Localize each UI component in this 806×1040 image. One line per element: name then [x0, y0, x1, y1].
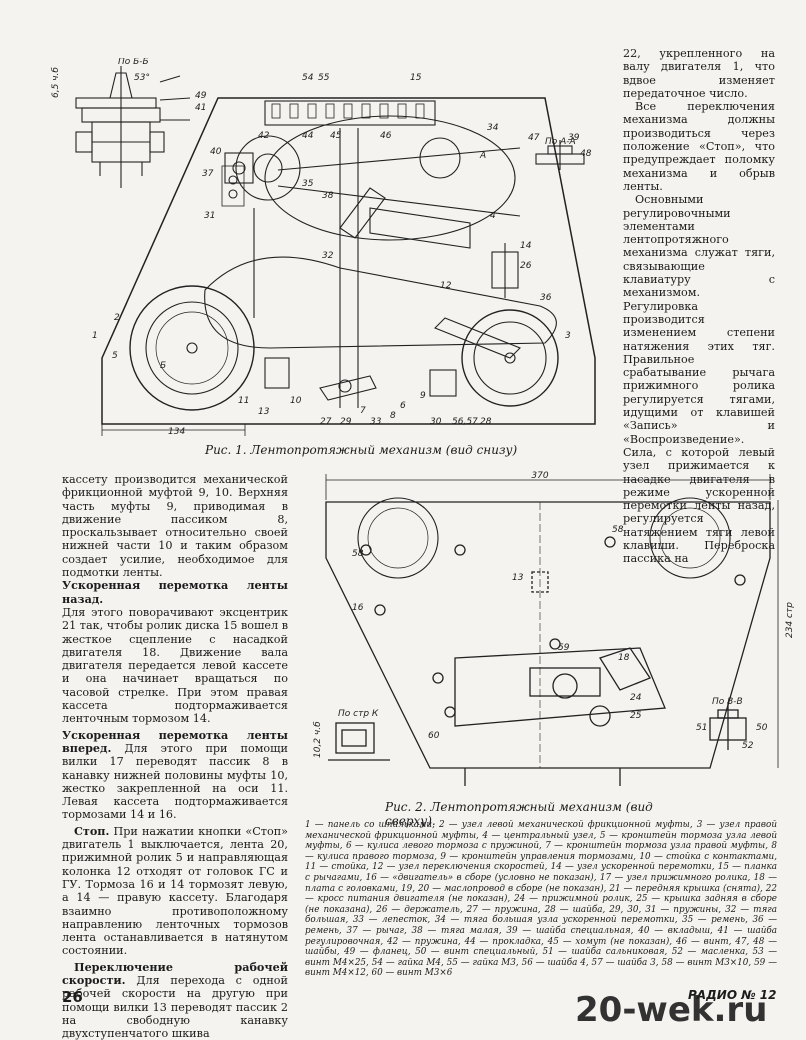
callout-label: 40: [210, 147, 222, 157]
callout-label: 10: [290, 396, 302, 406]
section-bb-label: По В-В: [712, 697, 743, 707]
figure-1-drawing: По Б-Б По А-А 6,5 ч.б 53° 134 54 55 15 4…: [51, 57, 596, 437]
label-55: 55: [318, 73, 330, 83]
label-15: 15: [410, 73, 422, 83]
callout-label: 5: [112, 351, 118, 361]
callout-label: 56,57: [452, 417, 478, 427]
paragraph-body: Для этого поворачивают эксцентрик 21 так…: [62, 605, 288, 726]
section-bb-inset: [75, 66, 191, 188]
paragraph: Переключение рабочей скорости. Для перех…: [62, 959, 288, 1040]
callout-label: 39: [568, 133, 580, 143]
callout-label: 26: [520, 261, 532, 271]
callout-label: 35: [302, 179, 314, 189]
callout-label: 28: [480, 417, 492, 427]
paragraph: Ускоренная перемотка ленты назад.Для это…: [62, 578, 288, 726]
callout-label: 46: [380, 131, 392, 141]
figure-2-drawing: 370 234 стр По стр К По В-В 10,2 ч.б 58 5…: [313, 471, 795, 786]
journal-title: РАДИО № 12: [688, 988, 777, 1002]
callout-label: 58: [352, 549, 364, 559]
callout-label: Б: [160, 361, 166, 371]
callout-label: 24: [630, 693, 642, 703]
callout-label: 11: [238, 396, 249, 406]
callout-label: 44: [302, 131, 314, 141]
callout-label: 9: [420, 391, 426, 401]
callout-label: 30: [430, 417, 442, 427]
dim-134: 134: [168, 427, 185, 436]
callout-label: 37: [202, 169, 214, 179]
paragraph-heading: Стоп.: [74, 823, 110, 838]
figure-1-caption: Рис. 1. Лентопротяжный механизм (вид сни…: [205, 443, 518, 457]
paragraph-heading: Ускоренная перемотка ленты вперед.: [62, 727, 288, 755]
callout-label: 51: [696, 723, 707, 733]
section-aa-label: По А-А: [545, 137, 576, 147]
figure-2-caption: Рис. 2. Лентопротяжный механизм (вид све…: [385, 800, 653, 828]
paragraph-body: При нажатии кнопки «Стоп» двигатель 1 вы…: [62, 824, 289, 958]
section-k-label: По стр К: [338, 709, 379, 719]
callout-label: 58: [612, 525, 624, 535]
callout-label: 48: [580, 149, 592, 159]
callout-label: 38: [322, 191, 334, 201]
dim-small: 10,2 ч.б: [313, 721, 323, 758]
page-number: 26: [62, 988, 83, 1006]
callout-label: А: [479, 151, 486, 161]
callout-label: 14: [520, 241, 532, 251]
section-bb-label: По Б-Б: [118, 58, 149, 67]
paragraph-heading: Переключение рабочей скорости.: [62, 959, 288, 987]
paragraph: Все переключения механизма должны произв…: [623, 100, 775, 193]
callout-label: 2: [114, 313, 120, 323]
callout-label: 60: [428, 731, 440, 741]
dim-234: 234 стр: [785, 602, 795, 638]
callout-label: 47: [528, 133, 540, 143]
paragraph: 22, укрепленного на валу двигателя 1, чт…: [623, 47, 775, 100]
right-column-top: 22, укрепленного на валу двигателя 1, чт…: [623, 47, 775, 566]
callout-label: 36: [540, 293, 552, 303]
callout-label: 18: [618, 653, 630, 663]
callout-label: 52: [742, 741, 754, 751]
callout-label: 4: [490, 211, 496, 221]
callout-label: 16: [352, 603, 364, 613]
paragraph-heading: Ускоренная перемотка ленты назад.: [62, 578, 288, 606]
callout-label: 42: [258, 131, 270, 141]
callout-label: 29: [340, 417, 352, 427]
callout-label: 13: [512, 573, 524, 583]
section-aa-inset: [535, 140, 585, 170]
callout-label: 8: [390, 411, 396, 421]
callout-label: 49: [195, 91, 207, 101]
callout-label: 13: [258, 407, 270, 417]
callout-label: 12: [440, 281, 452, 291]
callout-label: 33: [370, 417, 382, 427]
callout-label: 59: [558, 643, 570, 653]
callout-label: 25: [630, 711, 642, 721]
dim-angle: 53°: [134, 73, 150, 83]
paragraph-body: Для этого при помощи вилки 17 переводят …: [62, 741, 289, 822]
label-54: 54: [302, 73, 314, 83]
callout-label: 7: [360, 406, 366, 416]
callout-label: 3: [565, 331, 571, 341]
callout-label: 41: [195, 103, 206, 113]
callout-label: 34: [487, 123, 499, 133]
figure-legend: 1 — панель со шпильками, 2 — узел левой …: [305, 820, 777, 979]
callout-label: 32: [322, 251, 334, 261]
paragraph: кассету производится механической фрикци…: [62, 473, 288, 580]
left-column: кассету производится механической фрикци…: [62, 473, 288, 1040]
callout-label: 31: [204, 211, 215, 221]
callout-label: 1: [92, 331, 98, 341]
callout-label: 27: [320, 417, 332, 427]
callout-label: 45: [330, 131, 342, 141]
watermark: 20-wek.ru: [575, 990, 768, 1030]
callout-label: 50: [756, 723, 768, 733]
paragraph: Ускоренная перемотка ленты вперед. Для э…: [62, 727, 289, 822]
callout-label: 6: [400, 401, 406, 411]
dim-65: 6,5 ч.б: [51, 67, 61, 98]
dim-370: 370: [531, 471, 548, 481]
figure-2: 370 234 стр По стр К По В-В 10,2 ч.б 58 5…: [300, 468, 800, 793]
paragraph: Стоп. При нажатии кнопки «Стоп» двигател…: [62, 823, 289, 958]
figure-1: По Б-Б По А-А 6,5 ч.б 53° 134 54 55 15 4…: [40, 57, 600, 437]
